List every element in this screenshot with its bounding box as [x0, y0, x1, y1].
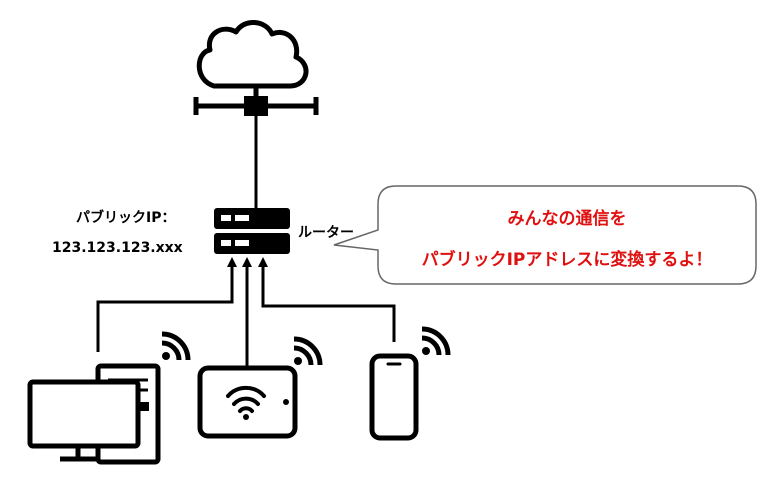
wifi-signal-icon — [293, 336, 323, 366]
public-ip-address: 123.123.123.xxx — [52, 240, 183, 256]
connection-lines — [96, 257, 396, 368]
speech-bubble-line2: パブリックIPアドレスに変換するよ！ — [421, 250, 713, 270]
pc-connection-line — [96, 257, 237, 352]
smartphone-icon — [369, 353, 419, 441]
speech-bubble-line1: みんなの通信を — [507, 209, 627, 229]
wifi-signal-icon — [421, 326, 451, 356]
public-ip-title: パブリックIP： — [76, 210, 176, 226]
speech-bubble — [333, 185, 757, 285]
wifi-signal-icon — [161, 331, 191, 361]
desktop-pc-icon — [27, 363, 161, 465]
tablet-icon — [197, 365, 298, 439]
cloud-icon — [196, 20, 309, 89]
router-icon — [214, 208, 290, 254]
network-backbone-icon — [193, 88, 319, 116]
router-label: ルーター — [298, 225, 354, 241]
phone-connection-line — [258, 257, 396, 342]
